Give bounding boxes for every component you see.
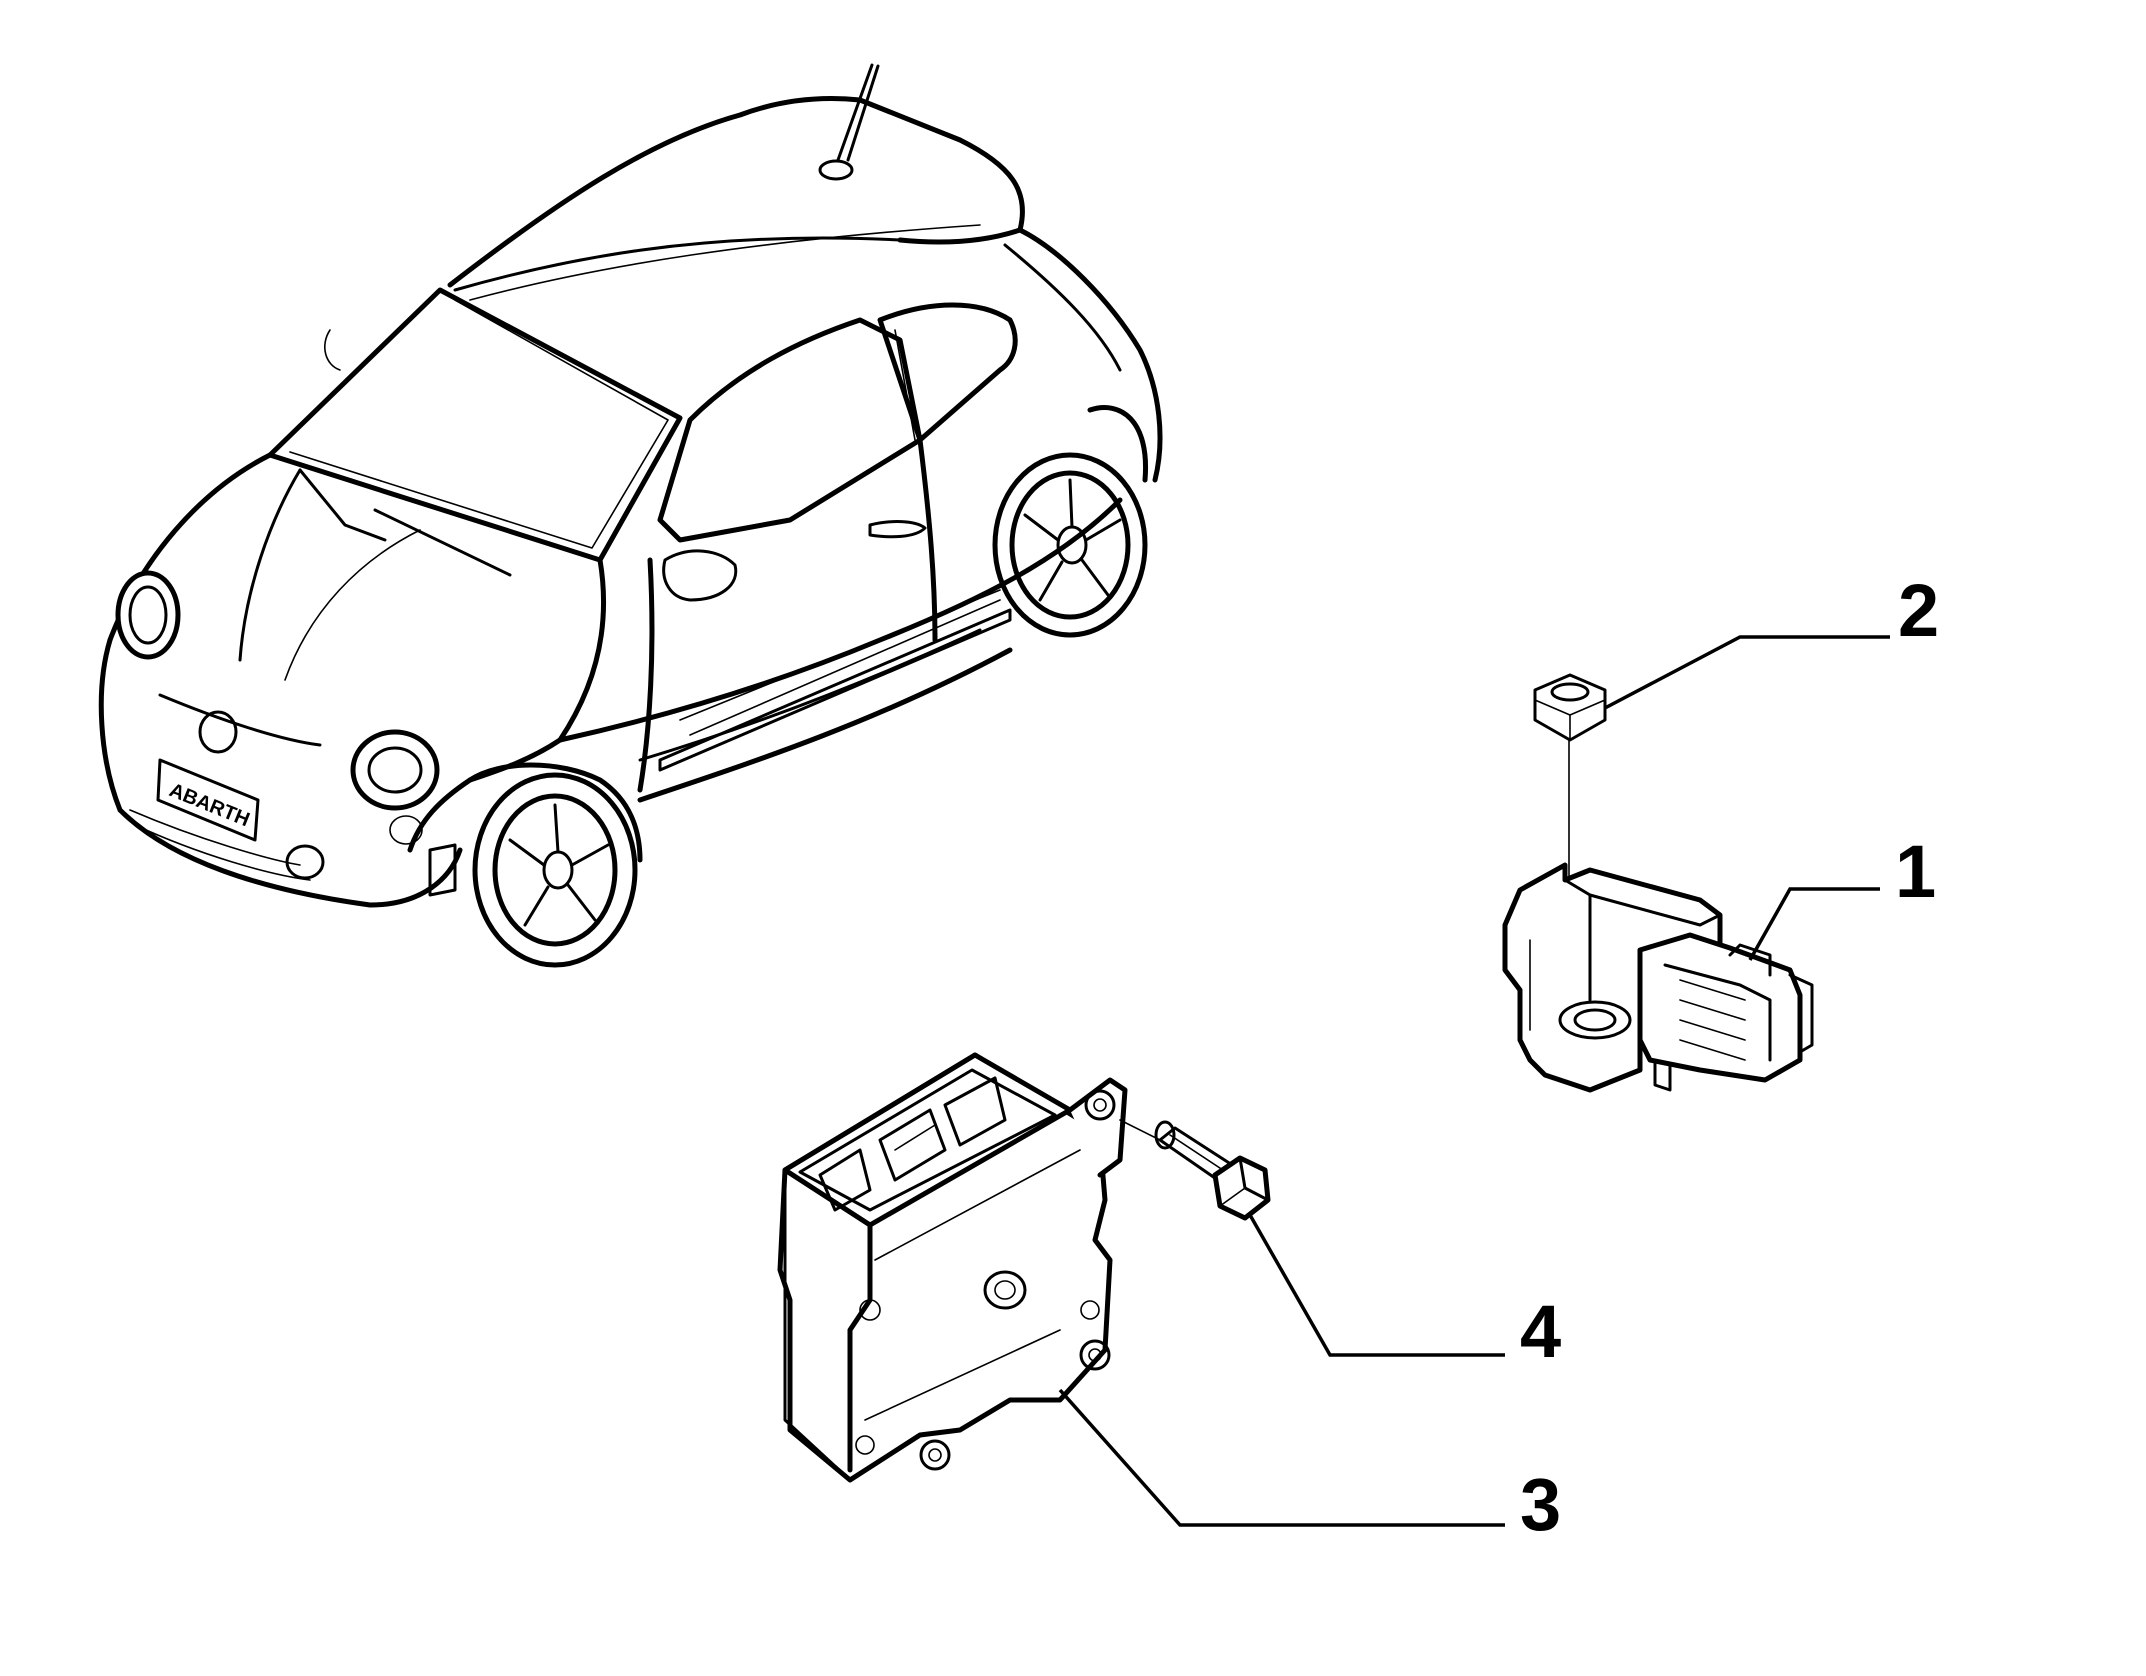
callout-4: 4 — [1520, 1290, 1561, 1373]
leader-line-2 — [1604, 635, 1890, 710]
leader-line-3 — [1058, 1388, 1505, 1527]
callout-2: 2 — [1898, 569, 1939, 652]
hex-nut-part — [1533, 673, 1607, 742]
hex-bolt-part — [1119, 1119, 1271, 1221]
crash-sensor-part — [1502, 862, 1814, 1093]
airbag-control-unit-part — [777, 1052, 1128, 1483]
vehicle-illustration: ABARTH — [98, 63, 1163, 968]
callout-1: 1 — [1895, 830, 1936, 913]
leader-line-4 — [1248, 1214, 1505, 1357]
callout-3: 3 — [1520, 1463, 1561, 1546]
leader-line-1 — [1748, 887, 1880, 961]
